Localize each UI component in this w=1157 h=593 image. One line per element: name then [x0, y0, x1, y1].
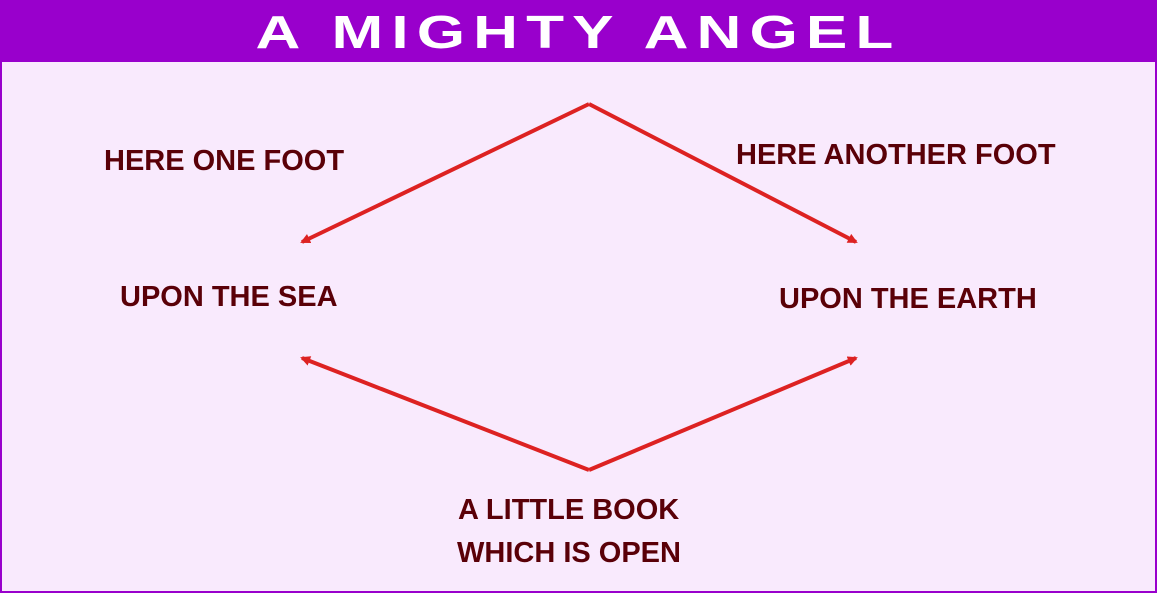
arrow-to-sea-bottom	[300, 356, 590, 472]
arrow-to-earth-top	[588, 102, 858, 244]
label-little-book: A LITTLE BOOK	[458, 494, 680, 526]
label-another-foot: HERE ANOTHER FOOT	[736, 139, 1056, 171]
label-which-is-open: WHICH IS OPEN	[457, 537, 681, 569]
arrow-to-sea-top	[300, 102, 590, 244]
arrow-to-earth-bottom	[588, 356, 858, 472]
diagram-title: A MIGHTY ANGEL	[255, 6, 902, 58]
label-upon-earth: UPON THE EARTH	[779, 283, 1037, 315]
title-bar	[0, 0, 1157, 62]
label-upon-sea: UPON THE SEA	[120, 281, 338, 313]
label-one-foot: HERE ONE FOOT	[104, 145, 345, 177]
